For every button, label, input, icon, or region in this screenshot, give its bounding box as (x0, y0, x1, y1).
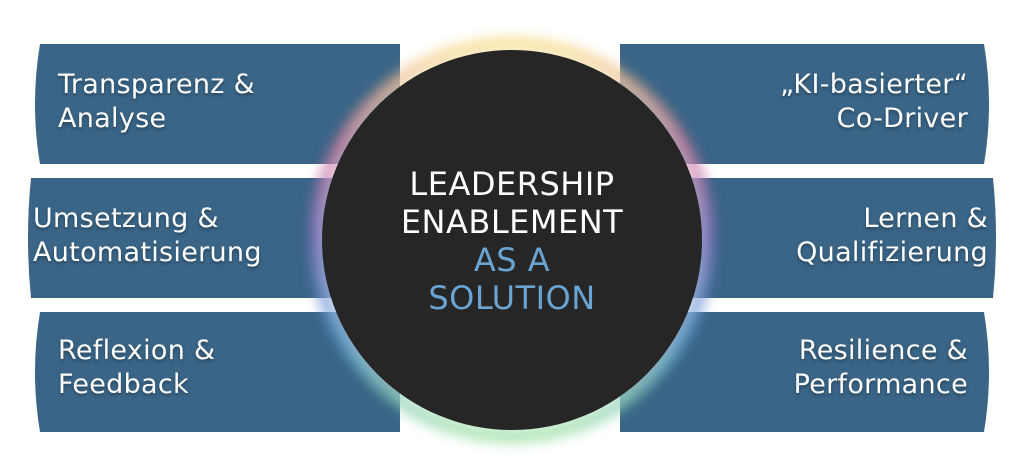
label-line: Reflexion & (58, 335, 216, 366)
label-resilience-performance: Resilience & Performance (794, 334, 968, 402)
band-right-top (620, 44, 989, 164)
label-umsetzung-automatisierung: Umsetzung & Automatisierung (33, 202, 262, 270)
label-lernen-qualifizierung: Lernen & Qualifizierung (796, 202, 988, 270)
center-title: LEADERSHIP ENABLEMENT AS A SOLUTION (340, 165, 684, 317)
title-line-1: LEADERSHIP (409, 165, 615, 203)
label-reflexion-feedback: Reflexion & Feedback (58, 334, 215, 402)
title-line-2: ENABLEMENT (400, 203, 624, 241)
center-circle (322, 50, 702, 430)
label-line: Lernen & (863, 203, 988, 234)
label-line: Feedback (58, 369, 189, 400)
label-line: Analyse (58, 103, 167, 134)
label-line: Performance (793, 369, 968, 400)
title-line-3: AS A (473, 241, 551, 279)
label-line: „KI-basierter“ (780, 69, 968, 100)
label-line: Qualifizierung (796, 237, 988, 268)
label-line: Resilience & (798, 335, 968, 366)
band-left-middle (28, 178, 400, 298)
label-line: Umsetzung & (33, 203, 219, 234)
label-line: Transparenz & (58, 69, 255, 100)
band-left-bottom (35, 312, 400, 432)
title-line-4: SOLUTION (428, 279, 596, 317)
label-line: Co-Driver (836, 103, 968, 134)
band-right-bottom (620, 312, 989, 432)
label-transparenz-analyse: Transparenz & Analyse (58, 68, 255, 136)
label-ki-co-driver: „KI-basierter“ Co-Driver (780, 68, 968, 136)
band-left-top (35, 44, 400, 164)
label-line: Automatisierung (33, 237, 262, 268)
band-right-middle (620, 178, 996, 298)
